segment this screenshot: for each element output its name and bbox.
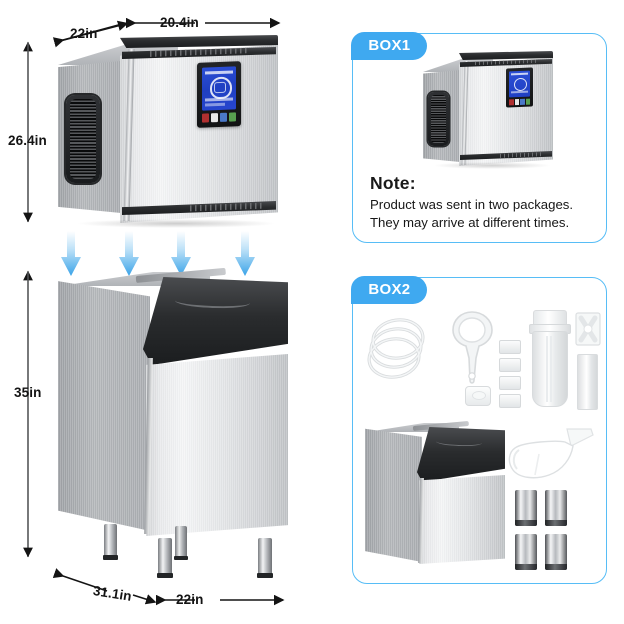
note-body: Product was sent in two packages. They m… — [370, 197, 574, 230]
ice-storage-bin — [58, 262, 288, 578]
dim-label-height-ice-bin: 35in — [14, 385, 42, 400]
box1-side-vent-icon — [428, 92, 449, 146]
box1-tab-label: BOX1 — [351, 32, 428, 61]
bottom-dimension-arrows — [52, 568, 285, 606]
filter-cartridge-icon — [577, 354, 598, 410]
box2-bin-lid — [417, 427, 505, 482]
box1-card: BOX1 — [351, 32, 607, 243]
ice-scoop-icon — [508, 428, 594, 479]
stacking-arrow-3 — [171, 231, 191, 276]
ice-maker-shadow — [76, 219, 276, 228]
dim-label-width-bottom: 22in — [176, 592, 204, 607]
dim-label-height-ice-maker: 26.4in — [8, 133, 47, 148]
bin-side-panel — [58, 281, 150, 531]
dim-label-depth-top: 22in — [70, 26, 98, 41]
height-arrow-ice-maker — [23, 41, 33, 223]
leg-icon-4 — [545, 534, 567, 570]
ice-maker-head-unit — [58, 33, 278, 228]
water-hose-coils-icon — [367, 318, 425, 379]
hose-connector-icon-3 — [499, 376, 521, 390]
stacking-arrow-2 — [119, 231, 139, 276]
lid-handle-groove — [174, 293, 251, 309]
box2-tab-label: BOX2 — [351, 276, 428, 305]
leg-icon-2 — [545, 490, 567, 526]
bin-leg-front-left — [157, 538, 173, 578]
hose-connector-icon-1 — [499, 340, 521, 354]
box2-card: BOX2 — [351, 276, 607, 584]
bin-front-door — [146, 354, 288, 536]
left-dimension-diagram: 22in 20.4in 26.4in — [8, 15, 288, 607]
side-vent-grille — [66, 95, 100, 183]
leg-icon-1 — [515, 490, 537, 526]
filter-wrench-icon — [452, 311, 493, 384]
box1-ice-maker-image — [423, 50, 553, 169]
hose-connector-icon-4 — [499, 394, 521, 408]
bin-leg-front-right — [257, 538, 273, 578]
box1-control-panel-icon — [506, 67, 533, 108]
top-dimension-arrows — [52, 17, 281, 48]
ice-maker-top-bezel — [120, 35, 278, 48]
bin-lid — [143, 277, 288, 365]
height-arrow-ice-bin — [23, 270, 33, 558]
set-button[interactable] — [219, 112, 228, 122]
mode-button[interactable] — [210, 113, 219, 123]
power-button[interactable] — [202, 113, 210, 123]
hose-connector-icon-2 — [499, 358, 521, 372]
lcd-screen — [202, 66, 236, 111]
stacking-arrow-4 — [235, 231, 255, 276]
water-filter-housing-icon — [529, 310, 571, 407]
control-button-row[interactable] — [202, 112, 236, 123]
sealing-tape-icon — [465, 386, 491, 406]
box2-ice-bin-image — [365, 418, 505, 568]
stacking-arrow-1 — [61, 231, 81, 276]
bin-leg-back-right — [174, 526, 188, 560]
dim-label-width-top: 20.4in — [160, 15, 199, 30]
leg-icon-3 — [515, 534, 537, 570]
control-panel[interactable] — [197, 61, 241, 128]
note-title: Note: — [370, 173, 416, 193]
mounting-bracket-icon — [575, 312, 601, 346]
bin-leg-back-left — [103, 524, 118, 560]
start-button[interactable] — [228, 112, 236, 122]
box1-note: Note: Product was sent in two packages. … — [370, 173, 590, 231]
